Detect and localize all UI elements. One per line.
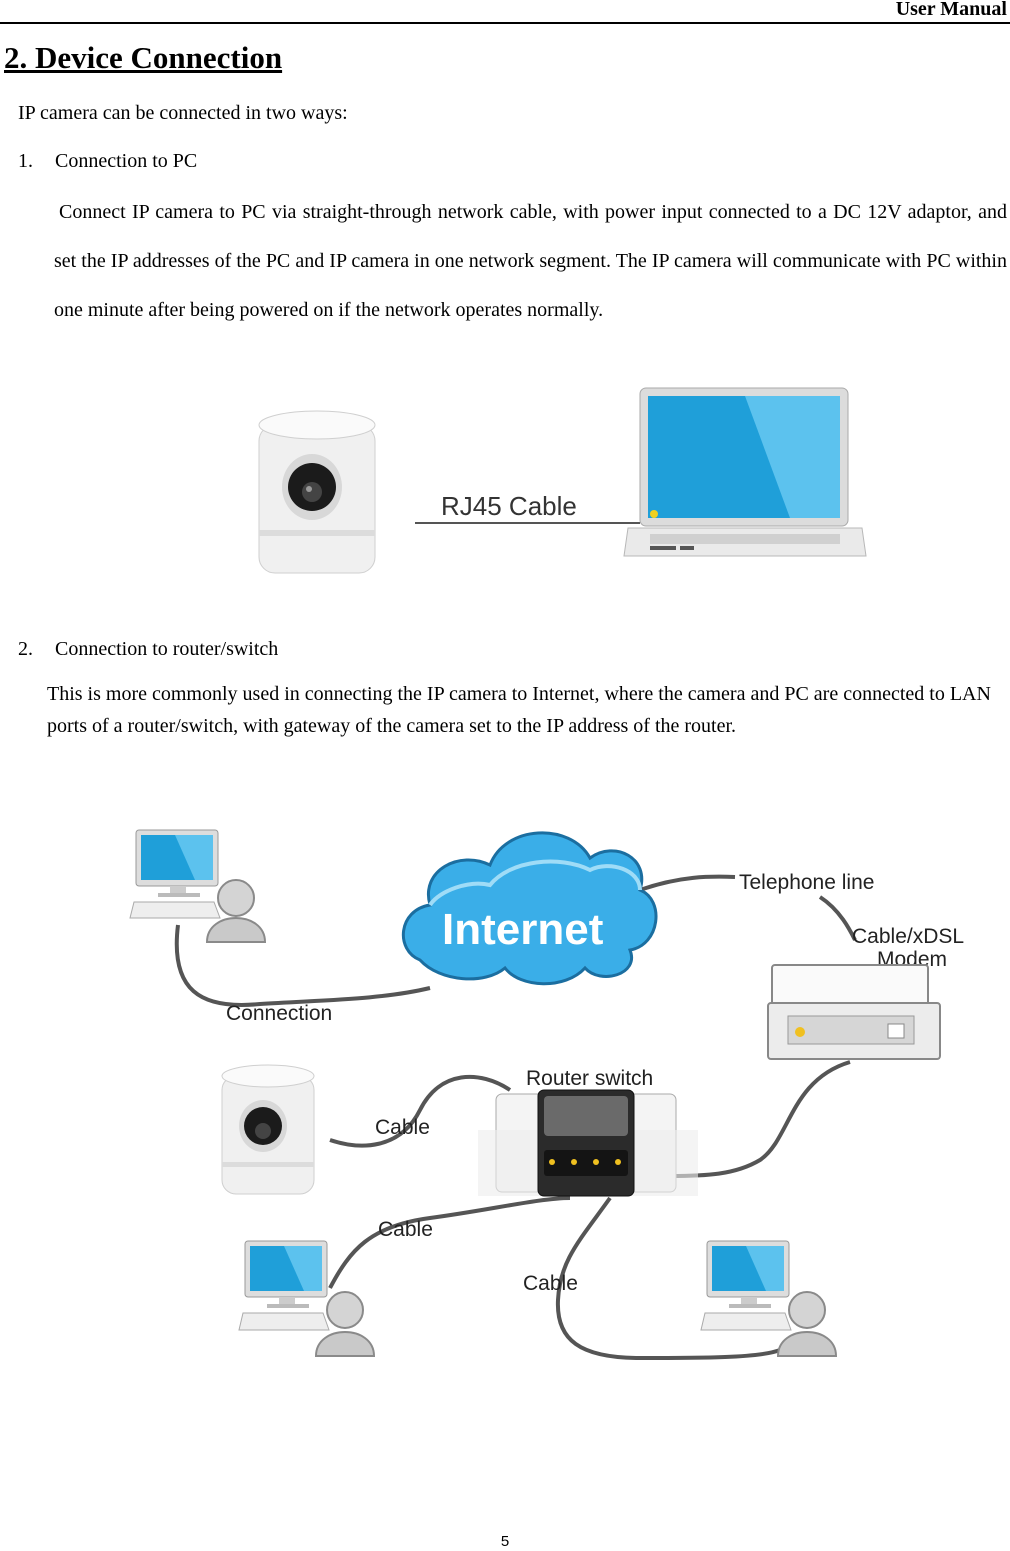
modem-router-cable bbox=[669, 1060, 851, 1178]
modem-label-line1: Cable/xDSL bbox=[852, 925, 964, 948]
router-switch-label: Router switch bbox=[526, 1067, 653, 1090]
item-1-title: Connection to PC bbox=[55, 150, 198, 172]
camera-cable-label: Cable bbox=[375, 1116, 430, 1139]
rj45-cable-label: RJ45 Cable bbox=[441, 491, 577, 521]
header-rule bbox=[0, 22, 1010, 24]
item-1-number: 1. bbox=[18, 150, 33, 172]
figure-pc-connection: RJ45 Cable bbox=[258, 387, 867, 574]
item-2-title: Connection to router/switch bbox=[55, 638, 279, 660]
item-2-number: 2. bbox=[18, 638, 33, 660]
page-number: 5 bbox=[500, 1533, 510, 1550]
user-icon bbox=[776, 1291, 838, 1357]
item-1-body: Connect IP camera to PC via straight-thr… bbox=[54, 201, 1007, 321]
left-pc-cable bbox=[328, 1196, 571, 1289]
desktop-pc-icon bbox=[129, 829, 221, 919]
desktop-pc-icon bbox=[700, 1240, 792, 1331]
item-2-body: This is more commonly used in connecting… bbox=[47, 683, 991, 737]
modem-icon bbox=[767, 964, 941, 1060]
left-pc-cable-label: Cable bbox=[378, 1218, 433, 1241]
camera-icon bbox=[221, 1064, 315, 1195]
intro-text: IP camera can be connected in two ways: bbox=[18, 102, 348, 124]
telephone-line-label: Telephone line bbox=[739, 871, 874, 894]
section-title: 2. Device Connection bbox=[4, 40, 283, 75]
running-header: User Manual bbox=[895, 0, 1007, 20]
cloud-icon bbox=[402, 831, 658, 986]
right-pc-cable-label: Cable bbox=[523, 1272, 578, 1295]
internet-label: Internet bbox=[442, 905, 604, 954]
modem-link-cable bbox=[818, 895, 857, 941]
user-icon bbox=[314, 1291, 376, 1357]
router-icon bbox=[478, 1089, 698, 1197]
right-pc-cable bbox=[555, 1196, 781, 1361]
connection-cable bbox=[174, 924, 431, 1007]
camera-icon bbox=[258, 410, 376, 574]
laptop-icon bbox=[623, 387, 867, 557]
camera-cable bbox=[329, 1075, 512, 1148]
telephone-cable bbox=[639, 874, 736, 892]
connection-label: Connection bbox=[226, 1002, 332, 1025]
desktop-pc-icon bbox=[238, 1240, 330, 1331]
user-icon bbox=[205, 879, 267, 943]
